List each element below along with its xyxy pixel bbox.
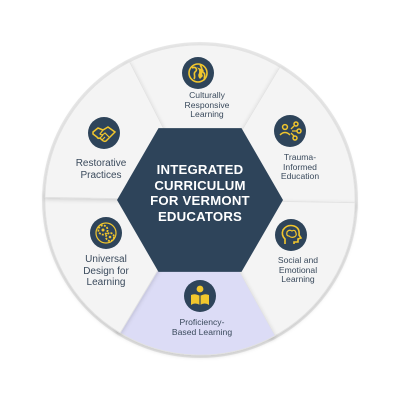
segment-label-proficiency-based: Proficiency- Based Learning <box>171 317 233 337</box>
handshake-icon <box>88 117 120 149</box>
segment-label-trauma-informed: Trauma- Informed Education <box>280 152 320 182</box>
network-people-icon <box>274 115 306 147</box>
segment-culturally-responsive <box>124 44 285 201</box>
center-title: INTEGRATED CURRICULUM FOR VERMONT EDUCAT… <box>150 162 250 224</box>
segment-label-social-emotional: Social and Emotional Learning <box>277 255 319 285</box>
gears-icon <box>90 217 122 249</box>
center-hexagon <box>117 128 283 272</box>
reader-book-icon <box>184 280 216 312</box>
head-brain-icon <box>275 219 307 251</box>
segment-proficiency-based <box>115 199 276 356</box>
segment-label-restorative-practices: Restorative Practices <box>75 158 127 181</box>
globe-icon <box>182 57 214 89</box>
segment-label-universal-design: Universal Design for Learning <box>83 254 129 288</box>
segment-label-culturally-responsive: Culturally Responsive Learning <box>184 90 230 120</box>
